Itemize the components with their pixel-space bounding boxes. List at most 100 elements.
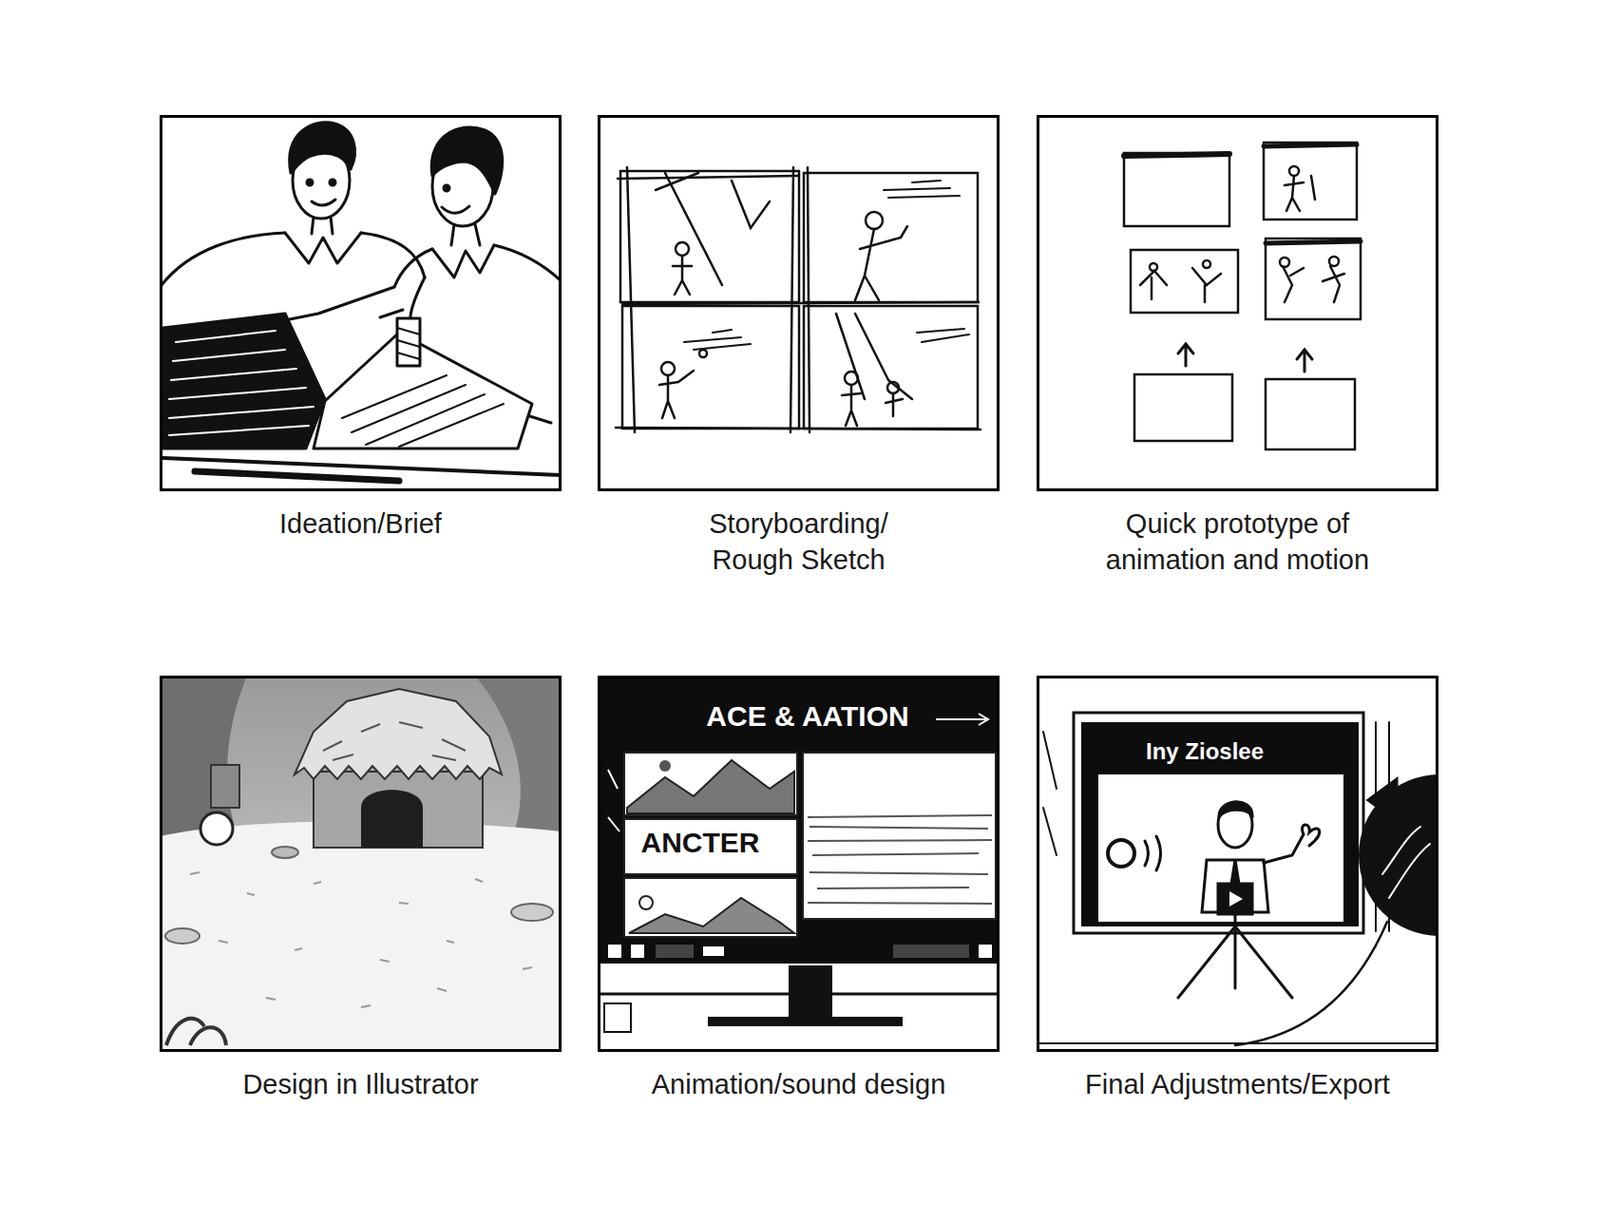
scene-illustration-part xyxy=(511,903,553,921)
presenter-illustration-part xyxy=(1073,712,1364,934)
ideation-illustration xyxy=(161,122,562,481)
ideation-illustration-part xyxy=(306,179,313,186)
monitor-illustration-part xyxy=(707,1016,903,1027)
presenter-illustration-part xyxy=(1218,883,1253,915)
monitor-illustration-part xyxy=(788,965,833,1017)
monitor-illustration-part xyxy=(608,769,620,832)
ideation-illustration-part xyxy=(311,199,336,206)
prototype-illustration-part xyxy=(1289,166,1299,176)
panel-box: Final Adjustments/Export xyxy=(1036,675,1439,1052)
presenter-illustration-part xyxy=(1043,731,1057,856)
prototype-illustration-part xyxy=(1279,257,1290,267)
monitor-illustration-part xyxy=(659,760,671,772)
prototype-illustration-part xyxy=(1149,263,1158,271)
storyboard-illustration-part xyxy=(620,171,800,303)
presenter-illustration-part xyxy=(1178,914,1293,998)
prototype-illustration-part xyxy=(1265,379,1355,450)
monitor-illustration-part xyxy=(600,678,998,964)
monitor-illustration-part xyxy=(893,944,970,958)
prototype-illustration-part xyxy=(1263,142,1357,220)
monitor-illustration-part xyxy=(978,944,992,958)
monitor-illustration-part xyxy=(624,819,798,875)
scene-illustration-part xyxy=(159,820,562,1052)
prototype-illustration xyxy=(1123,142,1361,450)
panel-box: Storyboarding/ Rough Sketch xyxy=(597,114,1000,492)
storyboard-illustration-part xyxy=(655,172,770,286)
panel-caption: Design in Illustrator xyxy=(171,1066,552,1103)
prototype-illustration-part xyxy=(1282,266,1345,303)
monitor-illustration-part xyxy=(639,895,653,910)
monitor-illustration-part xyxy=(628,897,795,934)
storyboard-illustration-part xyxy=(844,371,858,385)
scene-illustration-part xyxy=(361,789,423,848)
panel-caption: Animation/sound design xyxy=(609,1066,990,1103)
monitor-illustration-part xyxy=(807,815,992,904)
scene-illustration-part xyxy=(166,1018,227,1046)
ideation-illustration-part xyxy=(289,286,395,320)
prototype-illustration-part xyxy=(1284,175,1315,211)
prototype-illustration-part xyxy=(1178,343,1194,366)
storyboard-illustration-part xyxy=(883,180,960,198)
presenter-illustration-part xyxy=(1107,839,1135,867)
screen-text: ANCTER xyxy=(641,826,761,860)
storyboard-illustration-part xyxy=(855,226,908,301)
prototype-illustration-part xyxy=(1265,241,1361,244)
panel-box: Quick prototype of animation and motion xyxy=(1036,114,1439,492)
prototype-illustration-part xyxy=(1296,349,1313,372)
storyboard-illustration-part xyxy=(659,370,694,419)
storyboard-illustration-part xyxy=(803,172,978,303)
panel-caption: Quick prototype of animation and motion xyxy=(1081,505,1395,578)
monitor-illustration-part xyxy=(630,944,645,958)
ideation-illustration-part xyxy=(380,309,403,318)
scene-illustration-part xyxy=(313,771,483,848)
ideation-illustration-part xyxy=(285,232,362,264)
screen-text: ACE & AATION xyxy=(705,700,909,734)
prototype-illustration-part xyxy=(1140,267,1221,303)
presenter-illustration-part xyxy=(1081,722,1359,927)
storyboard-illustration-part xyxy=(885,393,903,417)
storyboard-illustration-part xyxy=(661,361,675,376)
scene-illustration xyxy=(159,675,562,1052)
storyboard-illustration-part xyxy=(836,313,913,400)
storyboard-illustration-part xyxy=(699,349,707,358)
scene-illustration-part xyxy=(159,675,248,856)
storyboard-illustration xyxy=(615,167,981,433)
monitor-illustration xyxy=(600,678,998,1032)
monitor-illustration-part xyxy=(608,944,622,958)
prototype-illustration-part xyxy=(1123,153,1230,156)
presenter-illustration-part xyxy=(1218,801,1253,848)
storyboard-illustration-part xyxy=(615,167,981,433)
monitor-illustration-part xyxy=(604,1003,631,1032)
monitor-illustration-part xyxy=(600,938,998,964)
scene-illustration-part-part xyxy=(190,872,533,1008)
presenter-illustration-part xyxy=(1144,836,1162,871)
presenter-illustration-part xyxy=(1098,774,1344,922)
storyboard-illustration-part xyxy=(675,242,689,256)
ideation-illustration-part xyxy=(329,179,336,186)
prototype-illustration-part xyxy=(1130,249,1239,313)
ideation-illustration-part xyxy=(441,206,470,213)
presenter-illustration-part xyxy=(1038,1042,1435,1045)
prototype-illustration-part xyxy=(1202,260,1211,268)
presenter-illustration-part xyxy=(1219,801,1253,818)
scene-illustration-part xyxy=(294,688,502,780)
monitor-illustration-part xyxy=(935,713,989,725)
presenter-illustration-part xyxy=(1235,921,1388,1046)
presenter-illustration-part xyxy=(1229,891,1243,907)
ideation-illustration-part xyxy=(342,375,504,447)
monitor-illustration-part xyxy=(802,752,996,919)
ideation-illustration-part xyxy=(289,122,356,173)
ideation-illustration-part xyxy=(169,330,314,436)
screen-text: Iny Zioslee xyxy=(1145,738,1264,765)
panel-box: Ideation/Brief xyxy=(159,114,562,492)
prototype-illustration-part xyxy=(1265,238,1361,320)
storyboard-illustration-part xyxy=(672,255,692,295)
scene-illustration-part xyxy=(165,928,200,944)
presenter-illustration-part xyxy=(1263,824,1320,863)
prototype-illustration-part xyxy=(1134,374,1233,441)
monitor-illustration-part xyxy=(624,877,798,937)
scene-illustration-part xyxy=(210,764,240,808)
ideation-illustration-part xyxy=(361,232,425,278)
